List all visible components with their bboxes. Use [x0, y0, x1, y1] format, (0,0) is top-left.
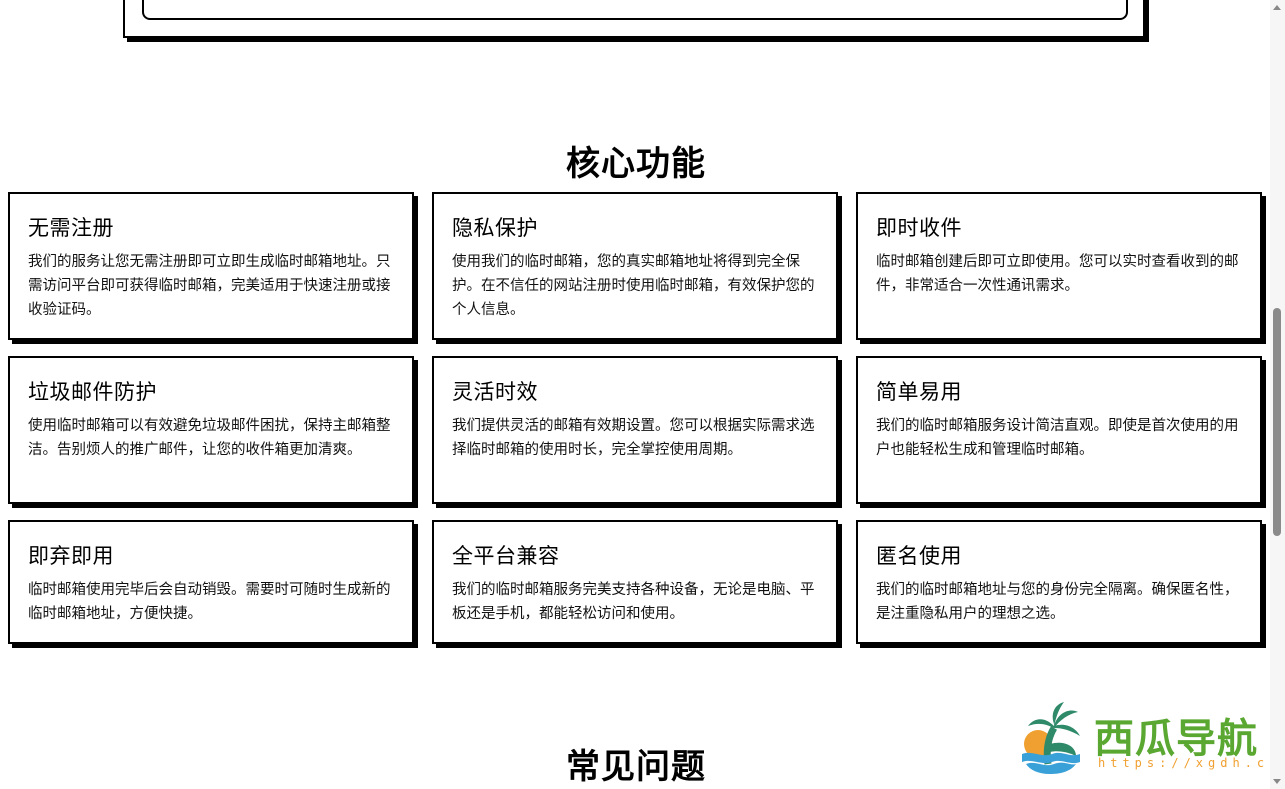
feature-card-title: 无需注册 — [28, 216, 114, 240]
feature-card-desc: 我们的临时邮箱地址与您的身份完全隔离。确保匿名性，是注重隐私用户的理想之选。 — [876, 582, 1239, 622]
feature-card-flexible-expiry: 灵活时效 我们提供灵活的邮箱有效期设置。您可以根据实际需求选择临时邮箱的使用时长… — [432, 356, 838, 504]
features-grid: 无需注册 我们的服务让您无需注册即可立即生成临时邮箱地址。只需访问平台即可获得临… — [8, 192, 1266, 644]
scroll-up-arrow-icon[interactable] — [1273, 5, 1281, 10]
feature-card-title: 隐私保护 — [452, 216, 538, 240]
feature-card-spam-protection: 垃圾邮件防护 使用临时邮箱可以有效避免垃圾邮件困扰，保持主邮箱整洁。告别烦人的推… — [8, 356, 414, 504]
previous-section-inner-box — [142, 0, 1128, 20]
vertical-scrollbar[interactable] — [1270, 0, 1285, 789]
feature-card-desc: 我们提供灵活的邮箱有效期设置。您可以根据实际需求选择临时邮箱的使用时长，完全掌控… — [452, 418, 815, 458]
feature-card-desc: 使用临时邮箱可以有效避免垃圾邮件困扰，保持主邮箱整洁。告别烦人的推广邮件，让您的… — [28, 418, 391, 458]
previous-section-container — [123, 0, 1145, 38]
feature-card-desc: 我们的临时邮箱服务设计简洁直观。即使是首次使用的用户也能轻松生成和管理临时邮箱。 — [876, 418, 1239, 458]
feature-card-cross-platform: 全平台兼容 我们的临时邮箱服务完美支持各种设备，无论是电脑、平板还是手机，都能轻… — [432, 520, 838, 644]
feature-card-desc: 临时邮箱使用完毕后会自动销毁。需要时可随时生成新的临时邮箱地址，方便快捷。 — [28, 582, 391, 622]
palm-island-logo-icon — [1022, 702, 1080, 774]
feature-card-title: 简单易用 — [876, 380, 962, 404]
faq-section-title: 常见问题 — [566, 747, 706, 787]
feature-card-desc: 我们的服务让您无需注册即可立即生成临时邮箱地址。只需访问平台即可获得临时邮箱，完… — [28, 254, 391, 318]
feature-card-easy-to-use: 简单易用 我们的临时邮箱服务设计简洁直观。即使是首次使用的用户也能轻松生成和管理… — [856, 356, 1262, 504]
scroll-down-arrow-icon[interactable] — [1273, 779, 1281, 784]
feature-card-title: 匿名使用 — [876, 544, 962, 568]
feature-card-privacy: 隐私保护 使用我们的临时邮箱，您的真实邮箱地址将得到完全保护。在不信任的网站注册… — [432, 192, 838, 340]
feature-card-desc: 临时邮箱创建后即可立即使用。您可以实时查看收到的邮件，非常适合一次性通讯需求。 — [876, 254, 1239, 294]
feature-card-title: 垃圾邮件防护 — [28, 380, 157, 404]
watermark-logo: 西瓜导航 https://xgdh.cn — [1020, 700, 1276, 780]
scrollbar-thumb[interactable] — [1273, 308, 1281, 536]
feature-card-title: 全平台兼容 — [452, 544, 560, 568]
features-section-title: 核心功能 — [566, 144, 706, 184]
feature-card-anonymous: 匿名使用 我们的临时邮箱地址与您的身份完全隔离。确保匿名性，是注重隐私用户的理想… — [856, 520, 1262, 644]
feature-card-title: 即弃即用 — [28, 544, 114, 568]
feature-card-desc: 我们的临时邮箱服务完美支持各种设备，无论是电脑、平板还是手机，都能轻松访问和使用… — [452, 582, 815, 622]
feature-card-desc: 使用我们的临时邮箱，您的真实邮箱地址将得到完全保护。在不信任的网站注册时使用临时… — [452, 254, 815, 318]
feature-card-no-registration: 无需注册 我们的服务让您无需注册即可立即生成临时邮箱地址。只需访问平台即可获得临… — [8, 192, 414, 340]
feature-card-disposable: 即弃即用 临时邮箱使用完毕后会自动销毁。需要时可随时生成新的临时邮箱地址，方便快… — [8, 520, 414, 644]
feature-card-title: 灵活时效 — [452, 380, 538, 404]
feature-card-instant-receive: 即时收件 临时邮箱创建后即可立即使用。您可以实时查看收到的邮件，非常适合一次性通… — [856, 192, 1262, 340]
watermark-title: 西瓜导航 — [1094, 715, 1258, 762]
feature-card-title: 即时收件 — [876, 216, 962, 240]
watermark-url: https://xgdh.cn — [1098, 756, 1282, 770]
